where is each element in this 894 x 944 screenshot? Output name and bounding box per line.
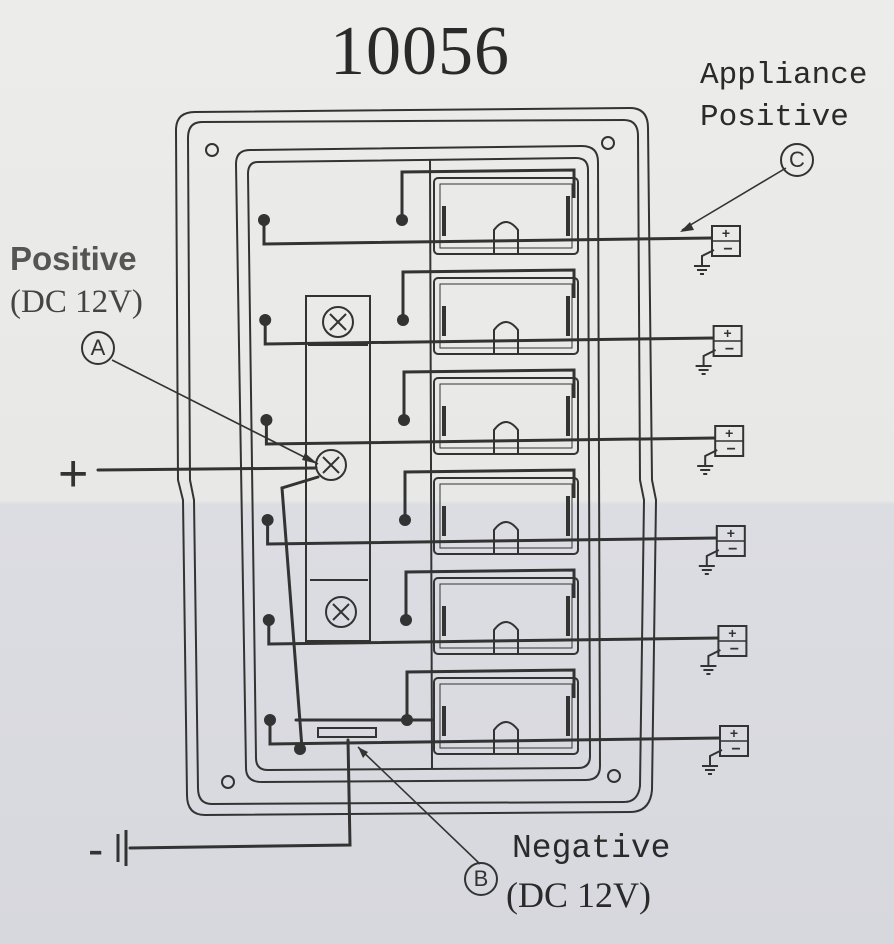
mount-hole-br: [607, 769, 621, 783]
switch-terminal-dot: [400, 614, 412, 626]
switch-terminal-dot: [398, 414, 410, 426]
switch-terminal-dot: [396, 214, 408, 226]
terminal-dot: [258, 214, 270, 226]
terminal-dot: [259, 314, 272, 326]
negative-sign: -: [88, 823, 104, 875]
switch-body: [433, 377, 579, 455]
switch-rocker: [439, 183, 573, 249]
panel-inner-outline: [186, 118, 646, 806]
switch-lamp: [493, 421, 519, 454]
mount-hole-tl: [205, 143, 219, 157]
mount-hole-bl: [221, 775, 235, 789]
fuse-screw-bottom: [325, 596, 357, 628]
switch-terminal-dot: [399, 514, 411, 526]
appliance-wire: [268, 718, 721, 746]
positive-sign: +: [58, 445, 89, 503]
switch-body: [433, 277, 579, 355]
switch-rocker: [439, 583, 573, 649]
terminal-dot: [264, 714, 276, 726]
mount-hole-tr: [601, 136, 615, 150]
negative-terminal-dot: [294, 743, 306, 755]
terminal-plus-icon: +: [730, 725, 738, 741]
terminal-dot: [260, 414, 273, 426]
switch-lamp: [493, 621, 519, 654]
positive-label-line2: (DC 12V): [10, 284, 143, 320]
appliance-positive-label-line1: Appliance: [700, 58, 868, 93]
terminal-plus-icon: +: [725, 425, 733, 441]
terminal-minus-icon: −: [723, 241, 732, 258]
switch-rocker: [439, 683, 573, 749]
switch-input-wire: [401, 268, 576, 320]
ground-icon: [694, 249, 715, 275]
positive-bus-screw: [315, 449, 347, 481]
appliance-wire: [262, 218, 713, 246]
diagram-title: 10056: [330, 13, 510, 90]
terminal-minus-icon: −: [730, 641, 739, 658]
negative-label-line2: (DC 12V): [506, 875, 651, 915]
switch-rocker: [439, 383, 573, 449]
terminal-dot: [261, 514, 274, 526]
ground-icon: [700, 649, 721, 675]
panel-outer-outline: [174, 106, 658, 817]
terminal-plus-icon: +: [727, 525, 735, 541]
ground-icon: [702, 749, 723, 775]
leader-a: [111, 359, 319, 465]
negative-label-line1: Negative: [512, 830, 671, 867]
leader-b: [357, 746, 481, 865]
switch-input-wire: [402, 368, 576, 420]
ground-icon: [695, 349, 717, 375]
terminal-minus-icon: −: [731, 741, 740, 758]
switch-lamp: [493, 721, 519, 754]
appliance-wire: [266, 518, 717, 546]
switch-rocker: [439, 483, 573, 549]
positive-main-lead: [96, 466, 318, 472]
terminal-plus-icon: +: [722, 225, 730, 241]
negative-bus-bar: [317, 727, 377, 738]
switch-column-divider: [429, 159, 433, 769]
marker-c: C: [780, 143, 814, 177]
terminal-plus-icon: +: [728, 625, 736, 641]
switch-lamp: [493, 521, 519, 554]
appliance-wire: [267, 618, 719, 646]
terminal-dot: [262, 614, 275, 626]
positive-bus-wire: [280, 475, 320, 750]
switch-rocker: [439, 283, 573, 349]
switch-input-wire: [405, 668, 576, 720]
switch-body: [433, 677, 579, 755]
appliance-positive-label-line2: Positive: [700, 100, 849, 135]
switch-input-wire: [400, 168, 576, 220]
appliance-wire: [264, 418, 716, 446]
appliance-wire: [263, 318, 714, 346]
leader-c: [681, 167, 787, 231]
terminal-minus-icon: −: [727, 441, 736, 458]
switch-carrier-inner: [246, 156, 592, 772]
ground-icon: [698, 549, 720, 575]
marker-b: B: [464, 862, 498, 896]
terminal-minus-icon: −: [725, 341, 734, 358]
switch-lamp: [493, 221, 519, 254]
positive-label-line1: Positive: [10, 240, 137, 277]
switch-input-wire: [403, 468, 576, 520]
switch-carrier-outer: [234, 144, 602, 784]
switch-rows: +−+−+−+−+−+−: [258, 168, 749, 775]
switch-input-wire: [404, 568, 576, 620]
terminal-plus-icon: +: [724, 325, 732, 341]
switch-body: [433, 577, 579, 655]
negative-main-lead: [128, 738, 352, 850]
switch-lamp: [493, 321, 519, 354]
marker-a: A: [81, 331, 115, 365]
switch-terminal-dot: [397, 314, 409, 326]
switch-body: [433, 177, 579, 255]
switch-body: [433, 477, 579, 555]
terminal-minus-icon: −: [728, 541, 737, 558]
ground-icon: [697, 449, 718, 475]
fuse-screw-top: [322, 306, 354, 338]
